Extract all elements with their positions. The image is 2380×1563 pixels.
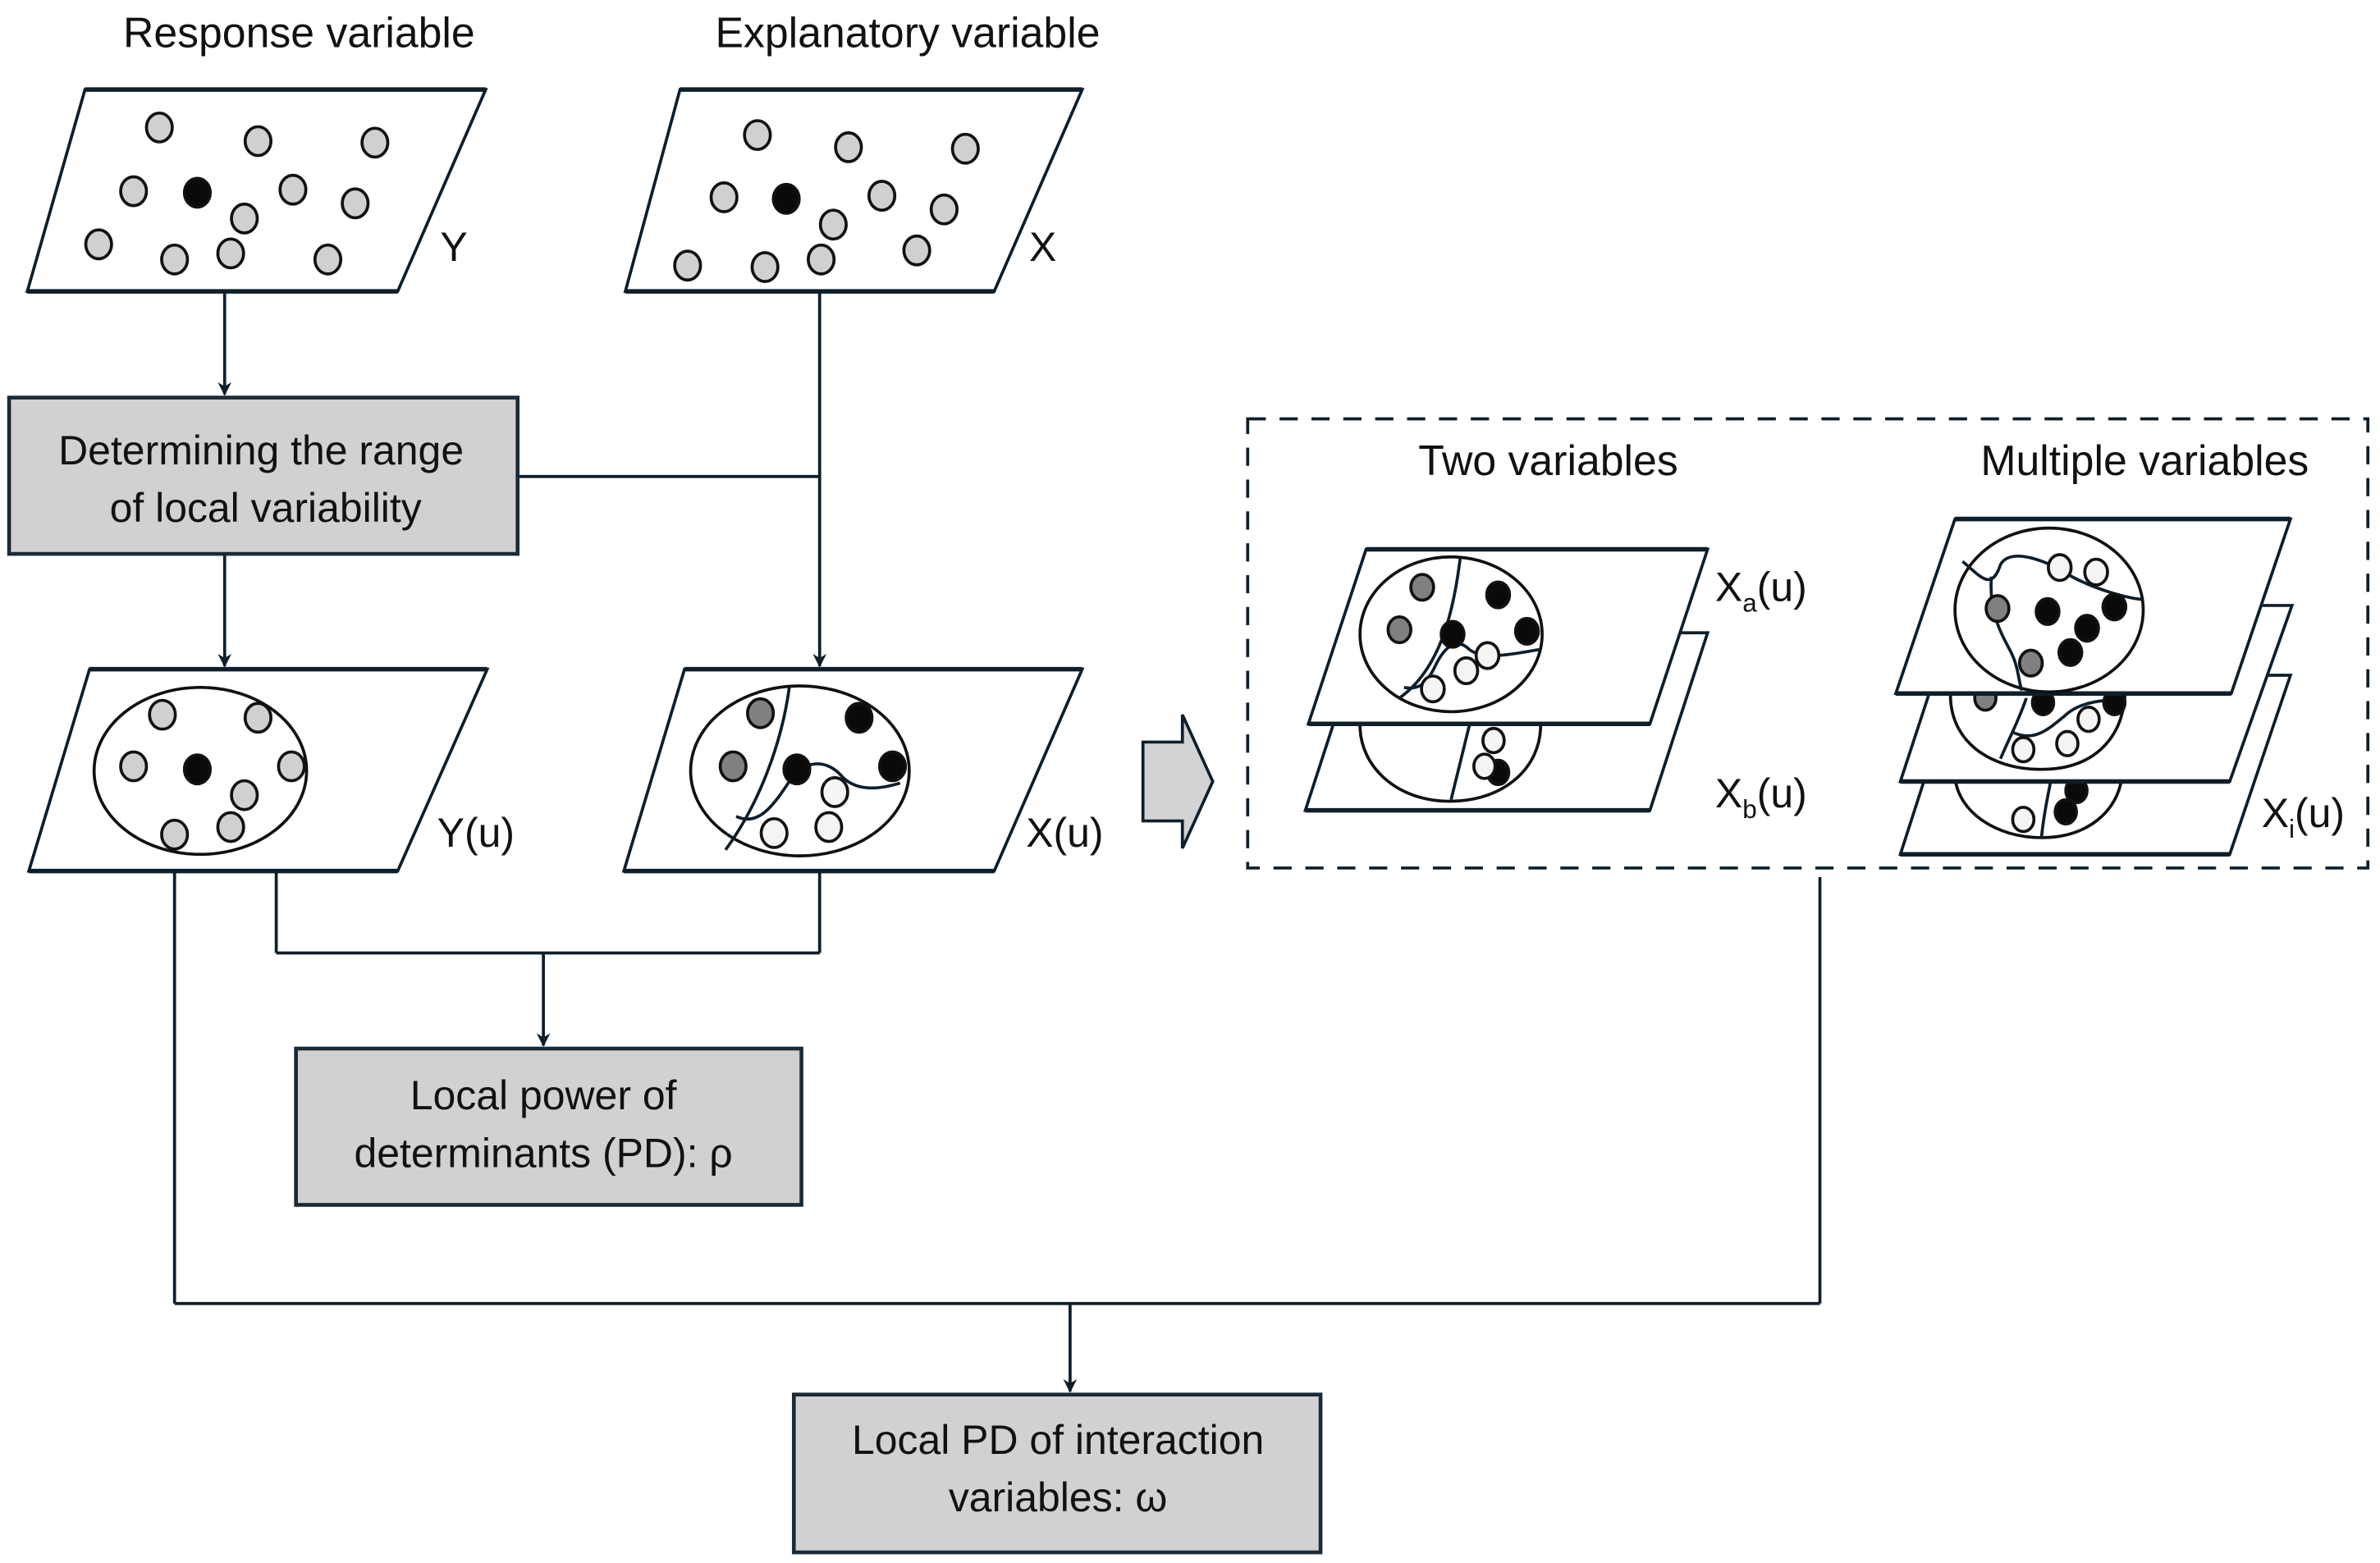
- points-yu: [119, 698, 306, 851]
- sample-point-icon: [814, 811, 844, 843]
- sample-point-icon: [119, 750, 149, 783]
- focal-point-icon: [782, 753, 812, 786]
- sample-point-icon: [160, 818, 190, 851]
- sample-point-icon: [84, 228, 113, 261]
- pd-box: Local power of determinants (PD): ρ: [294, 1046, 803, 1207]
- sample-point-icon: [867, 180, 897, 213]
- sample-point-icon: [243, 702, 272, 734]
- sample-point-icon: [834, 130, 863, 163]
- sample-point-icon: [277, 750, 306, 783]
- sample-point-icon: [1453, 656, 1480, 686]
- plane-xu-label: X(u): [1026, 810, 1103, 856]
- points-xu: [718, 697, 908, 849]
- plane-xi-front: [1893, 516, 2293, 697]
- sample-point-icon: [950, 132, 980, 165]
- sample-point-icon: [759, 816, 789, 849]
- focal-point-icon: [844, 702, 874, 734]
- transition-arrow-icon: [1141, 714, 1215, 849]
- sample-point-icon: [2017, 648, 2044, 678]
- sample-point-icon: [718, 750, 748, 783]
- sample-point-icon: [902, 234, 931, 267]
- sample-point-icon: [278, 173, 308, 206]
- focal-point-icon: [877, 750, 908, 783]
- interaction-box-line-1: Local PD of interaction: [852, 1417, 1264, 1463]
- xi-label: Xi(u): [2262, 790, 2345, 843]
- focal-point-icon: [2074, 614, 2100, 643]
- sample-point-icon: [2011, 736, 2036, 764]
- plane-y-label: Y: [440, 224, 467, 270]
- xb-label: Xb(u): [1715, 770, 1807, 824]
- sample-point-icon: [360, 126, 390, 159]
- focal-point-icon: [1513, 616, 1540, 646]
- sample-point-icon: [746, 697, 776, 729]
- range-box-line-2: of local variability: [110, 485, 422, 531]
- focal-point-icon: [771, 182, 801, 215]
- sample-point-icon: [2055, 729, 2080, 757]
- focal-point-icon: [2057, 638, 2084, 667]
- sample-point-icon: [1984, 594, 2011, 624]
- sample-point-icon: [230, 202, 259, 235]
- sample-point-icon: [1472, 752, 1497, 780]
- sample-point-icon: [148, 698, 177, 731]
- multiple-variables-title: Multiple variables: [1980, 436, 2309, 484]
- sample-point-icon: [2011, 806, 2036, 834]
- explanatory-variable-label: Explanatory variable: [715, 8, 1100, 56]
- sample-point-icon: [160, 243, 190, 276]
- sample-point-icon: [1474, 641, 1501, 670]
- sample-point-icon: [313, 243, 343, 276]
- sample-point-icon: [243, 125, 272, 158]
- focal-point-icon: [182, 176, 213, 209]
- sample-point-icon: [818, 208, 848, 241]
- sample-point-icon: [119, 175, 149, 208]
- focal-point-icon: [1439, 619, 1466, 649]
- focal-point-icon: [182, 753, 213, 786]
- response-variable-label: Response variable: [123, 8, 475, 56]
- points-y: [84, 111, 390, 276]
- sample-point-icon: [807, 243, 836, 276]
- two-variables-title: Two variables: [1418, 436, 1677, 484]
- focal-point-icon: [1485, 580, 1512, 610]
- sample-point-icon: [216, 237, 245, 270]
- plane-yu: [26, 666, 490, 874]
- range-box: Determining the range of local variabili…: [7, 395, 519, 556]
- focal-point-icon: [2053, 797, 2078, 826]
- plane-x-label: X: [1029, 224, 1056, 270]
- sample-point-icon: [2083, 557, 2109, 587]
- sample-point-icon: [2047, 553, 2073, 583]
- sample-point-icon: [1409, 573, 1435, 602]
- focal-point-icon: [2034, 596, 2061, 626]
- sample-point-icon: [750, 251, 780, 283]
- sample-point-icon: [709, 181, 739, 213]
- sample-point-icon: [230, 779, 259, 811]
- plane-yu-label: Y(u): [437, 810, 515, 856]
- interaction-panel: [1246, 417, 2370, 870]
- sample-point-icon: [216, 811, 245, 843]
- sample-point-icon: [743, 119, 772, 152]
- sample-point-icon: [820, 776, 849, 808]
- xa-label: Xa(u): [1715, 564, 1807, 617]
- sample-point-icon: [1420, 674, 1446, 704]
- sample-point-icon: [1481, 726, 1506, 755]
- pd-box-line-2: determinants (PD): ρ: [355, 1130, 733, 1176]
- interaction-box-line-2: variables: ω: [949, 1474, 1168, 1520]
- plane-x: [623, 87, 1085, 294]
- sample-point-icon: [2076, 706, 2101, 734]
- plane-xa: [1306, 546, 1710, 726]
- range-box-line-1: Determining the range: [58, 427, 464, 473]
- interaction-box: Local PD of interaction variables: ω: [791, 1392, 1323, 1555]
- sample-point-icon: [929, 193, 959, 226]
- plane-xu: [621, 666, 1085, 874]
- plane-y: [25, 87, 488, 294]
- sample-point-icon: [1386, 615, 1412, 645]
- points-x: [673, 119, 980, 283]
- sample-point-icon: [673, 249, 703, 282]
- focal-point-icon: [2101, 592, 2128, 622]
- sample-point-icon: [144, 111, 174, 144]
- pd-box-line-1: Local power of: [410, 1072, 677, 1118]
- sample-point-icon: [341, 187, 370, 220]
